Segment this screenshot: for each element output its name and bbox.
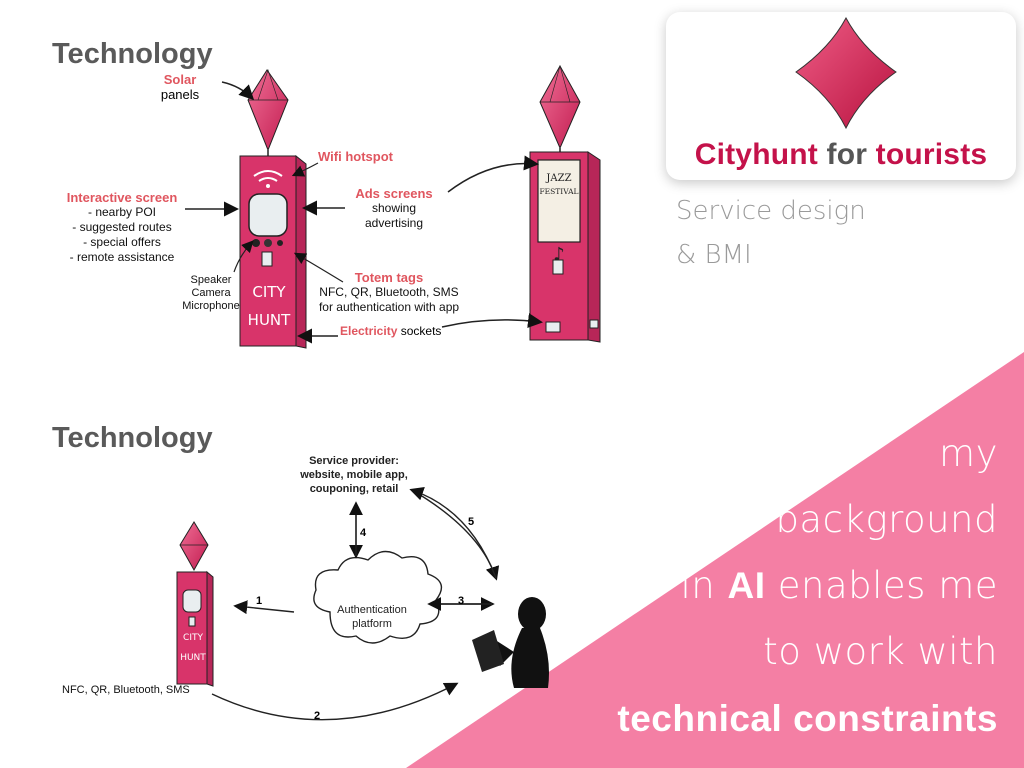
card-title: Cityhunt for tourists	[666, 138, 1016, 172]
card-title-part3: tourists	[875, 138, 988, 171]
top-section-title: Technology	[52, 38, 213, 70]
subtitle-line2: & BMI	[676, 240, 752, 270]
totem-tags-label: Totem tags NFC, QR, Bluetooth, SMS for a…	[316, 270, 462, 315]
arrow-number-2: 2	[314, 710, 321, 722]
cloud-line: platform	[352, 618, 392, 630]
speaker-line: Camera	[191, 287, 231, 299]
cloud-label: Authentication platform	[322, 603, 422, 631]
totem-tags-desc: NFC, QR, Bluetooth, SMS	[319, 285, 459, 299]
solar-label: Solar panels	[150, 72, 210, 102]
small-totem-line: CITY	[183, 633, 203, 643]
pink-line-3-post: enables me	[777, 564, 998, 607]
speaker-line: Microphone	[182, 300, 240, 312]
electricity-label: Electricity sockets	[340, 324, 441, 338]
totem-left-top	[239, 69, 307, 349]
card-title-part1: Cityhunt	[694, 138, 818, 171]
interactive-item: - remote assistance	[69, 250, 175, 264]
totem-brand-line: CITY	[252, 283, 286, 301]
festival-line: JAZZ	[546, 173, 572, 184]
pink-line-3: in AI enables me	[680, 564, 998, 607]
interactive-item: - nearby POI	[87, 205, 157, 219]
cloud-line: Authentication	[337, 604, 407, 616]
electricity-red: Electricity	[340, 324, 398, 338]
totem-brand-text: CITY HUNT	[246, 278, 292, 334]
interactive-screen-title: Interactive screen	[66, 190, 178, 205]
subtitle-line1: Service design	[676, 196, 866, 226]
arrow-number-3: 3	[458, 595, 465, 607]
bottom-section-title: Technology	[52, 422, 213, 454]
solar-label-black: panels	[160, 87, 200, 102]
ads-screens-label: Ads screens showing advertising	[346, 186, 442, 231]
card-title-part2: for	[826, 138, 868, 171]
pink-line-3-pre: in	[680, 564, 716, 607]
totem-brand-line: HUNT	[247, 311, 291, 329]
totem-right-top: ♪	[529, 64, 601, 343]
electricity-black: sockets	[400, 324, 442, 338]
interactive-item: - suggested routes	[72, 220, 172, 234]
arrow-number-5: 5	[468, 516, 475, 528]
svg-text:♪: ♪	[553, 244, 565, 265]
solar-label-red: Solar	[163, 72, 197, 87]
totem-tags-desc: for authentication with app	[318, 300, 460, 314]
festival-line: FESTIVAL	[539, 187, 579, 196]
arrow-number-1: 1	[256, 595, 263, 607]
pink-line-5: technical constraints	[617, 698, 998, 739]
interactive-screen-label: Interactive screen - nearby POI - sugges…	[56, 190, 188, 265]
pink-line-4: to work with	[763, 630, 998, 673]
diamond-logo-icon	[795, 16, 897, 130]
speaker-line: Speaker	[190, 274, 232, 286]
totem-tags-title: Totem tags	[354, 270, 424, 285]
ads-desc: advertising	[364, 216, 424, 230]
speaker-label: Speaker Camera Microphone	[180, 274, 242, 313]
festival-poster-text: JAZZ FESTIVAL	[538, 172, 580, 198]
wifi-label: Wifi hotspot	[318, 149, 393, 164]
service-provider-label: Service provider: website, mobile app, c…	[284, 454, 424, 496]
small-totem-brand-text: CITY HUNT	[180, 628, 206, 668]
totem-bottom	[176, 521, 214, 687]
arrow-number-4: 4	[360, 527, 367, 539]
pink-line-1: my	[939, 432, 998, 475]
service-provider-line: website, mobile app,	[300, 469, 408, 481]
small-totem-line: HUNT	[180, 653, 206, 663]
service-provider-line: couponing, retail	[309, 483, 399, 495]
ads-desc: showing	[371, 201, 417, 215]
person-silhouette	[472, 597, 549, 688]
ads-screens-title: Ads screens	[355, 186, 433, 201]
service-provider-line: Service provider:	[309, 455, 399, 467]
interactive-item: - special offers	[83, 235, 161, 249]
channels-label: NFC, QR, Bluetooth, SMS	[62, 684, 190, 696]
pink-line-2: background	[775, 498, 998, 541]
pink-line-3-bold: AI	[727, 565, 766, 606]
